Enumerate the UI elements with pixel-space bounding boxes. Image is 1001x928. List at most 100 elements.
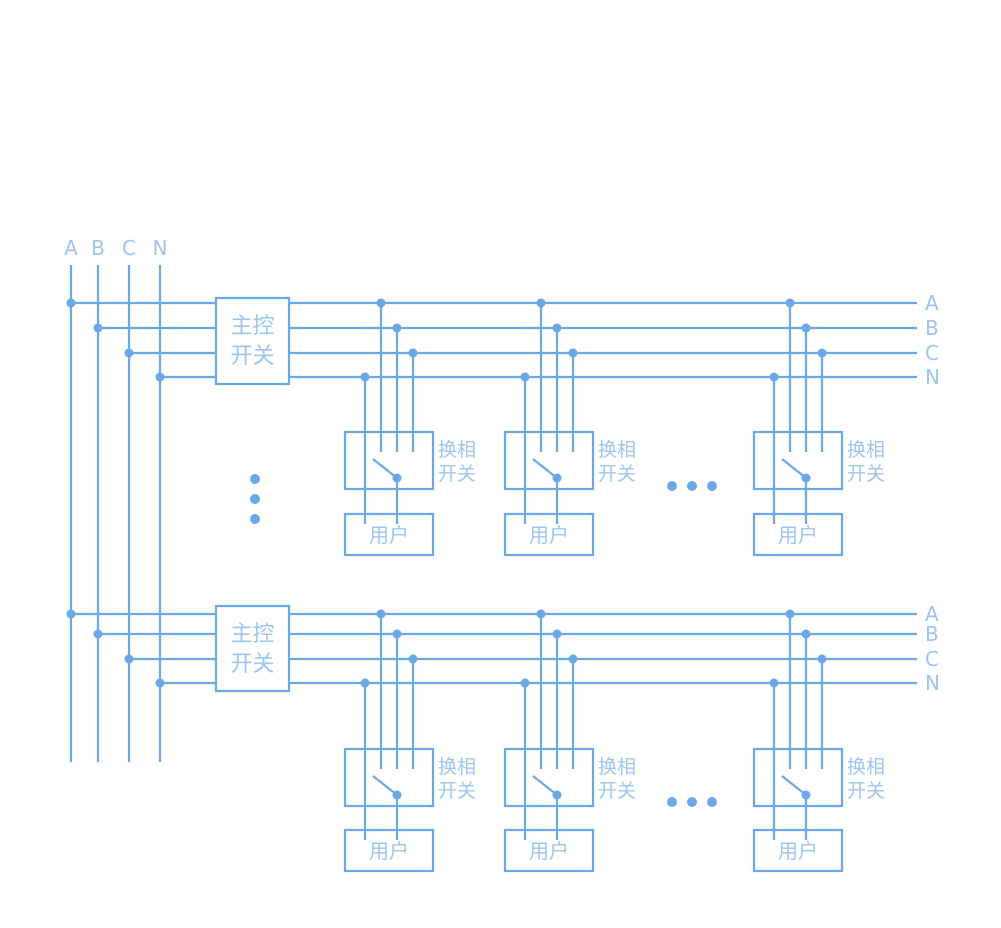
switch-blade xyxy=(372,775,398,796)
user-box xyxy=(503,512,595,557)
user-label: 用户 xyxy=(778,523,818,547)
feeder-label-a: A xyxy=(64,236,78,260)
phase-switch-label-line2: 开关 xyxy=(438,463,476,485)
bus-junction-dot xyxy=(376,298,386,308)
user-box xyxy=(752,828,844,873)
feeder-junction-dot xyxy=(66,298,76,308)
bus-junction-dot xyxy=(785,609,795,619)
phase-switch-label-line2: 开关 xyxy=(438,780,476,802)
main-switch-box xyxy=(214,296,291,386)
phase-switch-box xyxy=(343,430,435,491)
bus-junction-dot xyxy=(360,678,370,688)
user-label: 用户 xyxy=(369,523,409,547)
feeder-junction-dot xyxy=(93,629,103,639)
feeder-junction-dot xyxy=(66,609,76,619)
main-switch-box xyxy=(214,604,291,693)
bus-junction-dot xyxy=(520,372,530,382)
feeder-label-c: C xyxy=(122,236,136,260)
bus-junction-dot xyxy=(785,298,795,308)
main-switch-label-line1: 主控 xyxy=(230,622,274,647)
feeder-junction-dot xyxy=(155,372,165,382)
switch-blade xyxy=(781,775,807,796)
phase-switch-label-line1: 换相 xyxy=(438,756,476,778)
ellipsis-dot xyxy=(667,797,677,807)
bus-junction-dot xyxy=(568,348,578,358)
phase-switch-label-line1: 换相 xyxy=(598,756,636,778)
phase-switch-label-line2: 开关 xyxy=(847,463,885,485)
switch-blade xyxy=(781,458,807,479)
bus-label-c: C xyxy=(925,341,939,365)
user-label: 用户 xyxy=(369,839,409,863)
bus-junction-dot xyxy=(817,654,827,664)
horizontal-dots-icon xyxy=(667,481,717,491)
phase-switch-label-line1: 换相 xyxy=(847,756,885,778)
bus-junction-dot xyxy=(360,372,370,382)
phase-switch-box xyxy=(503,430,595,491)
bus-label-b: B xyxy=(925,622,939,646)
bus-label-a: A xyxy=(925,602,939,626)
bus-junction-dot xyxy=(392,629,402,639)
user-box xyxy=(343,512,435,557)
bus-label-b: B xyxy=(925,316,939,340)
user-label: 用户 xyxy=(529,523,569,547)
ellipsis-dot xyxy=(687,797,697,807)
phase-switch-label-line2: 开关 xyxy=(598,463,636,485)
phase-switch-box xyxy=(752,430,844,491)
feeder-junction-dot xyxy=(124,654,134,664)
main-switch-label-line1: 主控 xyxy=(230,314,274,339)
bus-label-a: A xyxy=(925,291,939,315)
bus-junction-dot xyxy=(408,348,418,358)
user-label: 用户 xyxy=(778,839,818,863)
main-switch-label-line2: 开关 xyxy=(230,652,274,677)
feeder-junction-dot xyxy=(124,348,134,358)
bus-junction-dot xyxy=(769,372,779,382)
bus-junction-dot xyxy=(536,298,546,308)
bus-junction-dot xyxy=(552,323,562,333)
ellipsis-dot xyxy=(667,481,677,491)
main-switch-label-line2: 开关 xyxy=(230,344,274,369)
feeder-label-n: N xyxy=(153,236,168,260)
bus-junction-dot xyxy=(801,323,811,333)
ellipsis-dot xyxy=(250,514,260,524)
phase-switch-box xyxy=(503,747,595,808)
bus-label-c: C xyxy=(925,647,939,671)
bus-junction-dot xyxy=(408,654,418,664)
bus-junction-dot xyxy=(568,654,578,664)
feeder-label-b: B xyxy=(91,236,105,260)
bus-label-n: N xyxy=(925,365,940,389)
ellipsis-dot xyxy=(250,494,260,504)
phase-switch-box xyxy=(752,747,844,808)
ellipsis-dot xyxy=(707,481,717,491)
vertical-dots-icon xyxy=(250,474,260,524)
user-box xyxy=(752,512,844,557)
feeder-junction-dot xyxy=(155,678,165,688)
ellipsis-dot xyxy=(250,474,260,484)
feeder-junction-dot xyxy=(93,323,103,333)
phase-switch-label-line1: 换相 xyxy=(598,439,636,461)
bus-junction-dot xyxy=(552,629,562,639)
bus-junction-dot xyxy=(520,678,530,688)
phase-switch-label-line2: 开关 xyxy=(847,780,885,802)
bus-label-n: N xyxy=(925,671,940,695)
switch-blade xyxy=(532,775,558,796)
bus-junction-dot xyxy=(817,348,827,358)
ellipsis-dot xyxy=(707,797,717,807)
phase-switch-box xyxy=(343,747,435,808)
switch-blade xyxy=(372,458,398,479)
user-box xyxy=(343,828,435,873)
bus-junction-dot xyxy=(801,629,811,639)
bus-junction-dot xyxy=(392,323,402,333)
phase-switch-label-line1: 换相 xyxy=(438,439,476,461)
horizontal-dots-icon xyxy=(667,797,717,807)
user-box xyxy=(503,828,595,873)
